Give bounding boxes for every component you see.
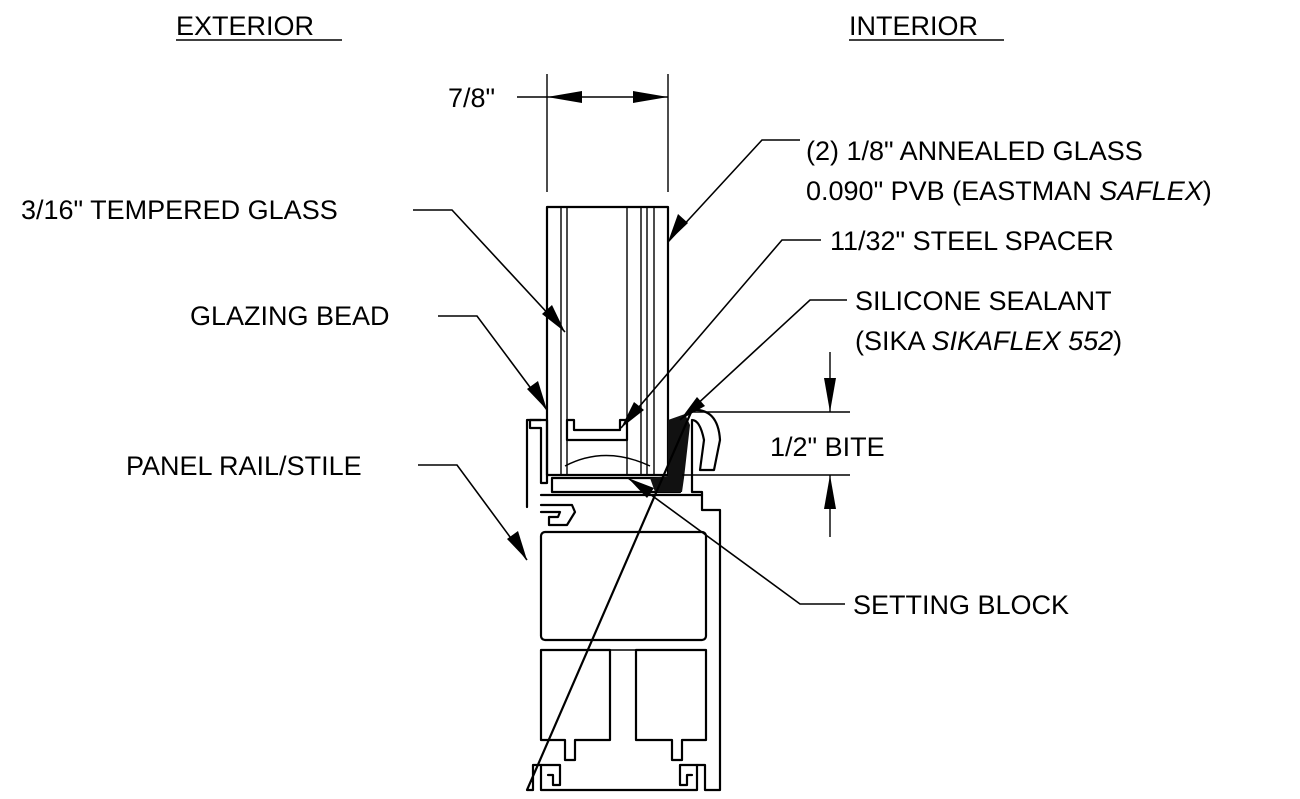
dim-arrow-left [547, 91, 582, 103]
exterior-heading: EXTERIOR [176, 11, 342, 41]
lower-left-chamber [539, 648, 612, 762]
callout-panel-rail: PANEL RAIL/STILE [126, 451, 528, 561]
bite-dimension: 1/2" BITE [682, 352, 885, 537]
frame-outline [525, 408, 722, 792]
glass-outline [545, 205, 670, 477]
panel-rail-arrow [507, 531, 527, 560]
laminated-glass-leader [667, 139, 800, 243]
panel-rail-leader [418, 464, 528, 561]
glazing-bead-leader [438, 315, 548, 411]
bite-label: 1/2" BITE [770, 432, 885, 462]
bite-arrow-bottom [824, 475, 836, 509]
setting-block-label: SETTING BLOCK [853, 590, 1069, 620]
tempered-glass-arrow [542, 305, 565, 332]
laminated-glass-line2: 0.090" PVB (EASTMAN SAFLEX) [806, 176, 1212, 206]
callout-silicone-sealant: SILICONE SEALANT (SIKA SIKAFLEX 552) [679, 286, 1122, 421]
steel-spacer-arrow [621, 402, 644, 428]
sealant-arrow [680, 397, 705, 420]
sealant-leader [679, 299, 847, 421]
glass-thickness-dimension: 7/8" [448, 74, 669, 192]
lower-right-chamber [634, 648, 708, 762]
glazing-bead-arrow [527, 381, 547, 410]
sealant-line2: (SIKA SIKAFLEX 552) [855, 326, 1122, 356]
screw-boss-left [539, 763, 562, 787]
setting-block-curve [564, 454, 651, 467]
interior-label: INTERIOR [849, 11, 978, 41]
glass-thickness-label: 7/8" [448, 83, 495, 113]
callout-glazing-bead: GLAZING BEAD [190, 301, 548, 411]
tempered-glass-leader [413, 209, 566, 333]
glazing-bead-label: GLAZING BEAD [190, 301, 390, 331]
silicone-sealant [650, 414, 690, 492]
panel-rail-stile [525, 408, 722, 792]
insulated-glass-unit [545, 205, 670, 477]
sealant-line1: SILICONE SEALANT [855, 286, 1112, 316]
steel-spacer [565, 418, 629, 442]
tempered-glass-label: 3/16" TEMPERED GLASS [21, 195, 338, 225]
setting-block-leader [627, 477, 845, 605]
setting-block-arrow [628, 478, 654, 498]
laminated-glass-line1: (2) 1/8" ANNEALED GLASS [806, 136, 1143, 166]
exterior-label: EXTERIOR [176, 11, 314, 41]
callout-laminated-glass: (2) 1/8" ANNEALED GLASS 0.090" PVB (EAST… [667, 136, 1212, 243]
laminated-glass-arrow [668, 214, 688, 242]
callout-setting-block: SETTING BLOCK [627, 477, 1069, 620]
steel-spacer-label: 11/32" STEEL SPACER [830, 226, 1114, 256]
panel-rail-label: PANEL RAIL/STILE [126, 451, 362, 481]
bite-arrow-top [824, 378, 836, 412]
interior-heading: INTERIOR [849, 11, 1004, 41]
glazing-bead [528, 418, 549, 485]
callout-tempered-glass: 3/16" TEMPERED GLASS [21, 195, 566, 333]
screw-boss-right [678, 763, 699, 787]
frame-exterior-hook [539, 503, 577, 527]
upper-chamber [539, 530, 708, 642]
callout-steel-spacer: 11/32" STEEL SPACER [620, 226, 1114, 429]
steel-spacer-leader [620, 239, 821, 429]
dim-arrow-right [633, 91, 668, 103]
